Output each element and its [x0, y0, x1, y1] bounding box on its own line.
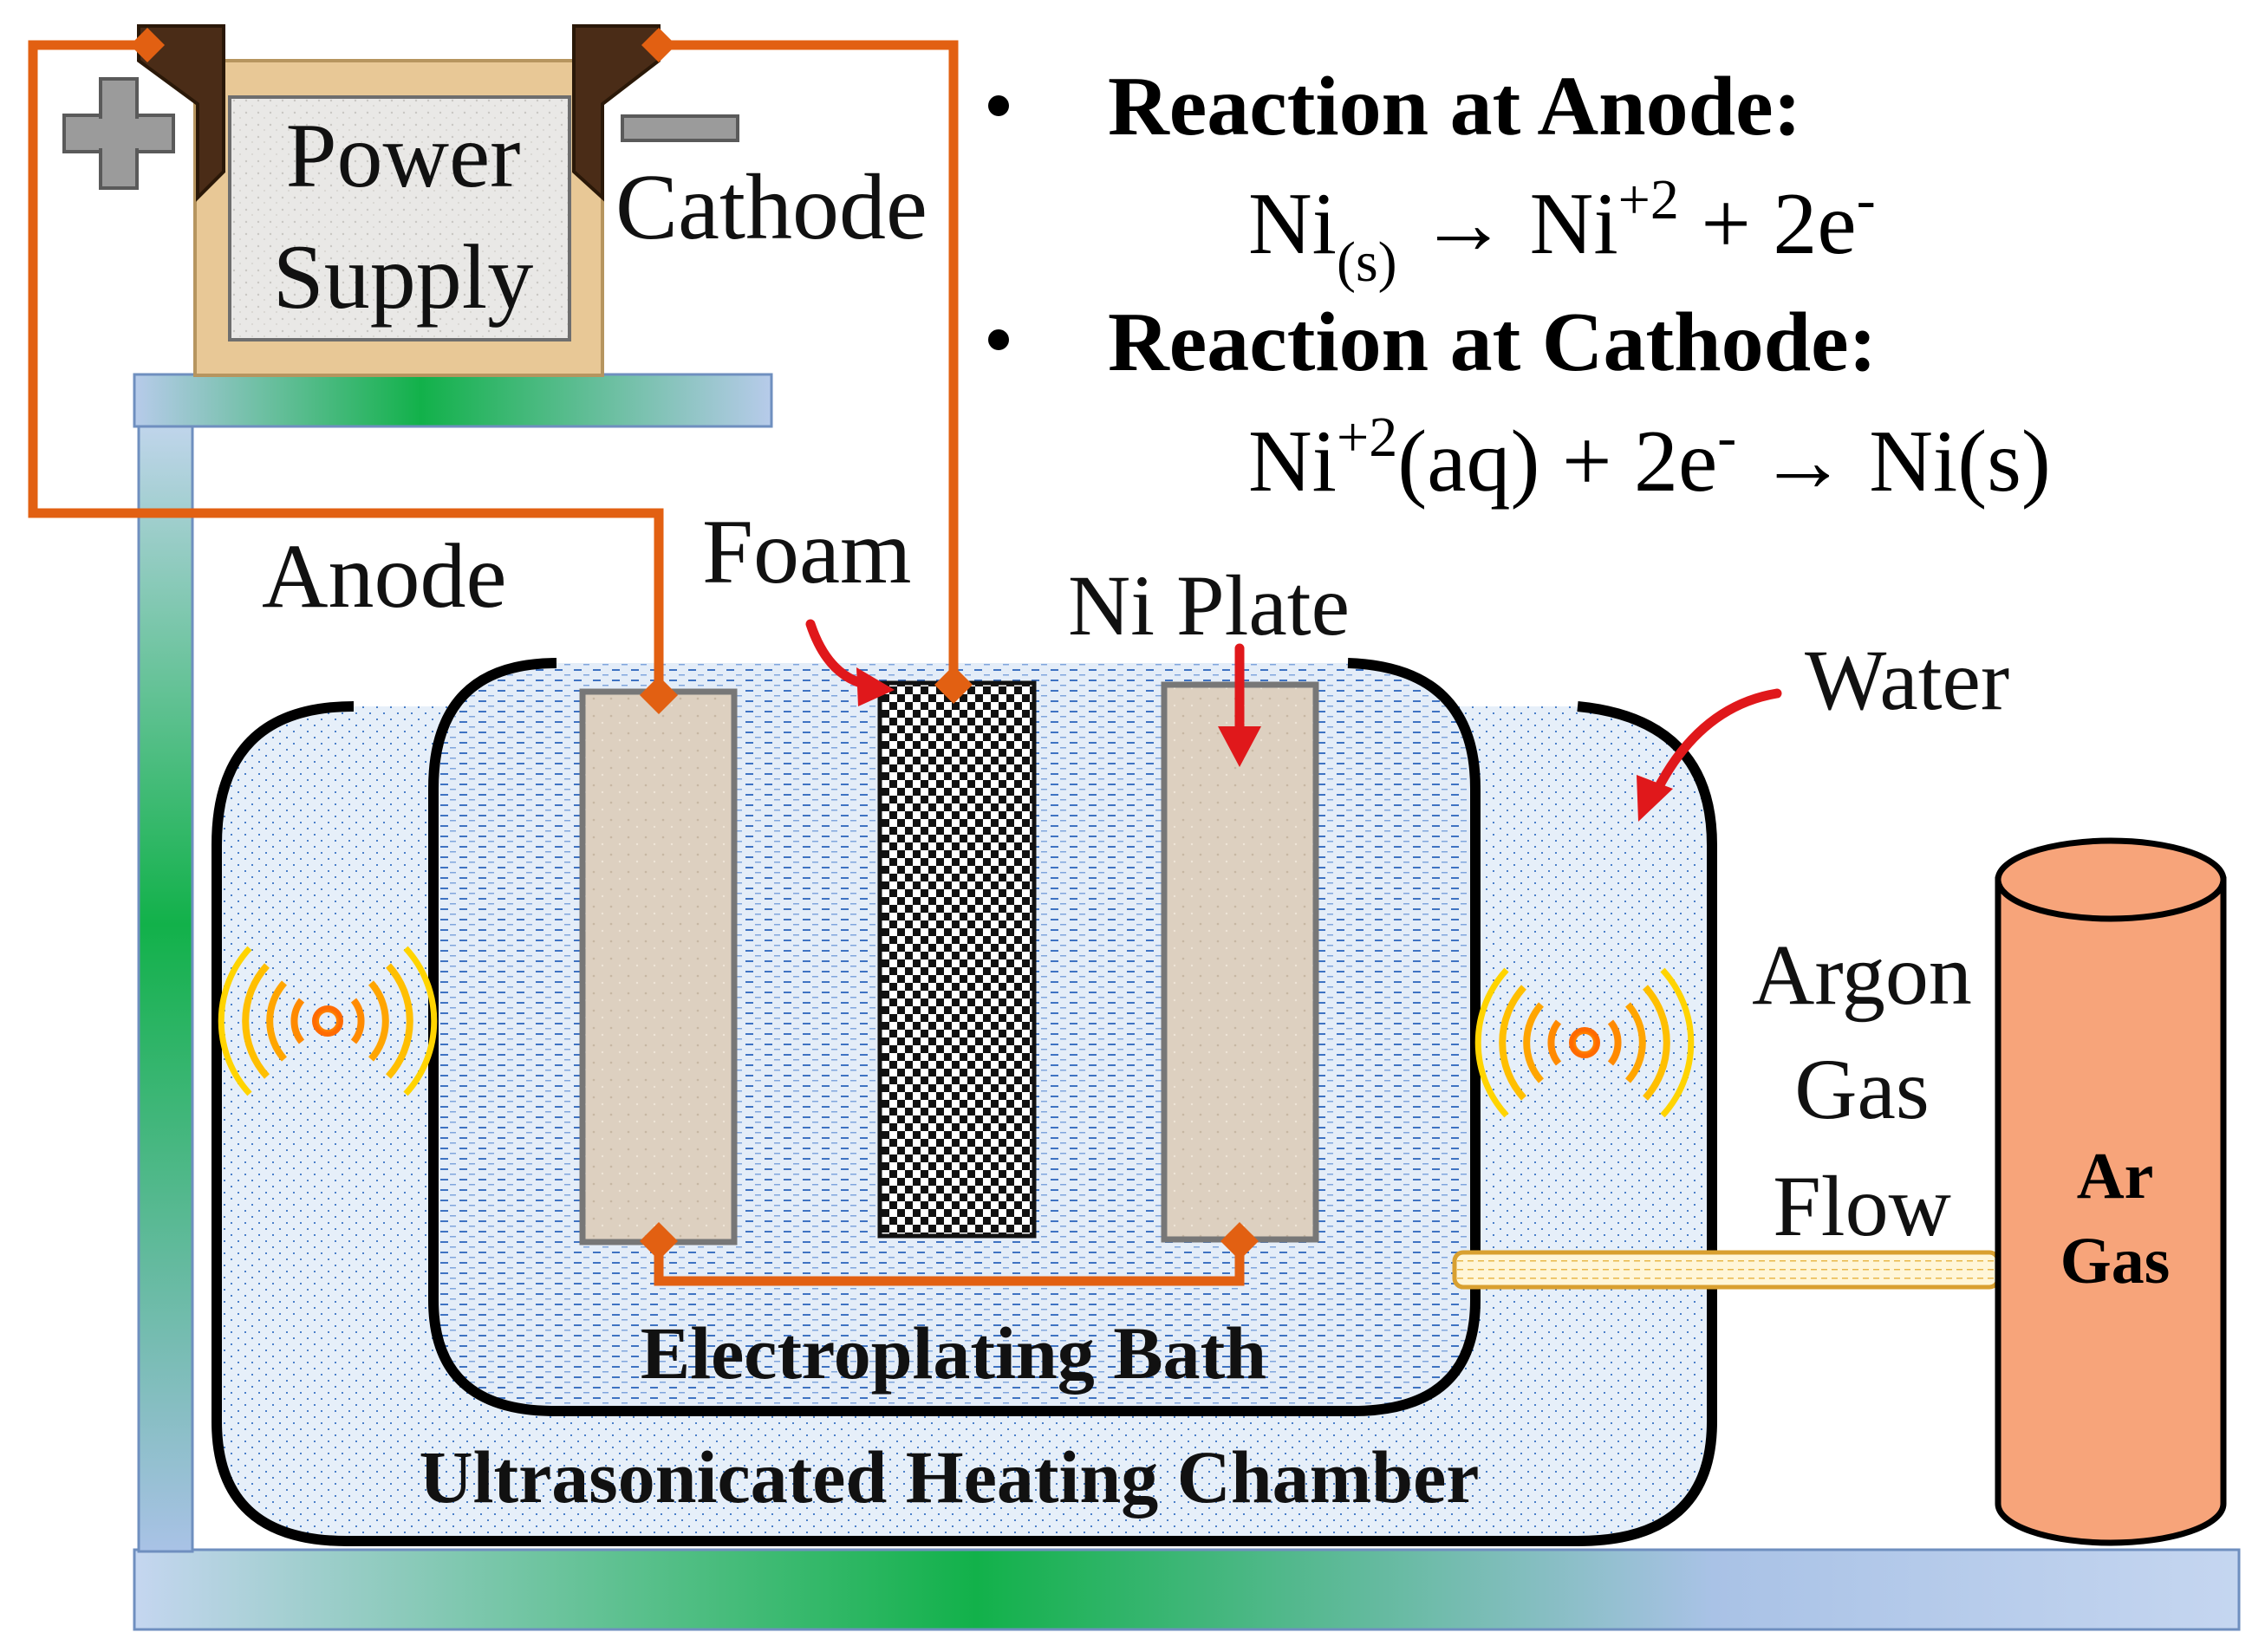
anode-tail: + 2e [1679, 175, 1857, 273]
junction-negative-terminal [641, 28, 676, 62]
argon-flow-label-line1: Argon [1752, 927, 1972, 1023]
cathode-tail: → Ni(s) [1736, 413, 2051, 511]
anode-reaction-equation: Ni(s) → Ni+2 + 2e- [1248, 168, 1876, 294]
electroplating-bath-label: Electroplating Bath [641, 1311, 1266, 1395]
argon-flow-label-line3: Flow [1773, 1158, 1951, 1254]
anode-reaction-title: Reaction at Anode: [1108, 60, 1801, 153]
cathode-bullet [988, 329, 1009, 350]
plus-icon [62, 77, 175, 190]
cathode-ni: Ni [1248, 413, 1337, 511]
minus-icon [621, 114, 739, 142]
cathode-label: Cathode [615, 156, 927, 259]
junction-positive-terminal [130, 28, 165, 62]
positive-terminal-clip [137, 24, 225, 202]
water-arrow [1650, 688, 1782, 798]
argon-gas-tube [1452, 1250, 2001, 1290]
power-supply-label-line1: Power [286, 105, 521, 206]
heating-chamber-label: Ultrasonicated Heating Chamber [420, 1435, 1480, 1519]
junction-niplate-bottom [1220, 1222, 1259, 1260]
nickel-foam [877, 680, 1037, 1239]
bath-wall [428, 658, 1481, 1416]
water-arrow-head [1637, 775, 1673, 822]
cathode-mid: (aq) + 2e [1397, 413, 1717, 511]
foam-arrow-head [856, 667, 895, 706]
cathode-wire [659, 40, 959, 685]
arrow-heads [856, 667, 1673, 822]
anode-ni: Ni [1248, 175, 1337, 273]
anode-sub: (s) [1337, 231, 1397, 294]
junction-foam-top [934, 666, 973, 704]
stand-base [133, 1548, 2241, 1631]
ni-plate-label: Ni Plate [1068, 557, 1350, 654]
argon-gas-cylinder: Ar Gas [1995, 837, 2227, 1546]
ultrasonic-wave-icon-left [218, 946, 438, 1096]
anode-sup: +2 [1618, 168, 1679, 231]
anode-e-sup: - [1857, 168, 1876, 231]
circuit-wires [28, 40, 1245, 1286]
wire-junctions [130, 28, 1259, 1260]
power-supply-panel [228, 95, 571, 341]
cylinder-label-line1: Ar [2077, 1140, 2154, 1213]
ultrasonic-wave-icon-right [1474, 967, 1695, 1118]
anode-mid: → Ni [1397, 175, 1618, 273]
ni-plate-arrow-head [1218, 726, 1261, 767]
negative-terminal-clip [572, 24, 661, 202]
stand-shelf [133, 373, 773, 428]
stand-pole [137, 410, 194, 1553]
anode-bullet [988, 95, 1009, 116]
cathode-reaction-title: Reaction at Cathode: [1108, 296, 1877, 389]
cathode-sup: +2 [1337, 406, 1397, 469]
cathode-reaction-equation: Ni+2(aq) + 2e- → Ni(s) [1248, 406, 2051, 511]
cathode-e-sup: - [1717, 406, 1736, 469]
power-supply: Power Supply [62, 24, 739, 377]
heating-chamber-wall [212, 701, 1717, 1546]
junction-anode-top [640, 676, 678, 714]
ni-plate-right [1161, 681, 1319, 1243]
anode-wire [28, 40, 664, 693]
argon-flow-label-line2: Gas [1794, 1041, 1930, 1137]
anode-plate-left [579, 688, 738, 1246]
junction-anode-bottom [640, 1222, 678, 1260]
power-supply-label-line2: Supply [273, 226, 533, 328]
cylinder-label-line2: Gas [2060, 1225, 2171, 1298]
anode-bridge-wire [654, 1241, 1245, 1286]
water-label: Water [1805, 632, 2009, 728]
reaction-equations: Reaction at Anode: Ni(s) → Ni+2 + 2e- Re… [988, 60, 2051, 511]
anode-label: Anode [262, 525, 507, 627]
foam-label: Foam [702, 501, 911, 602]
